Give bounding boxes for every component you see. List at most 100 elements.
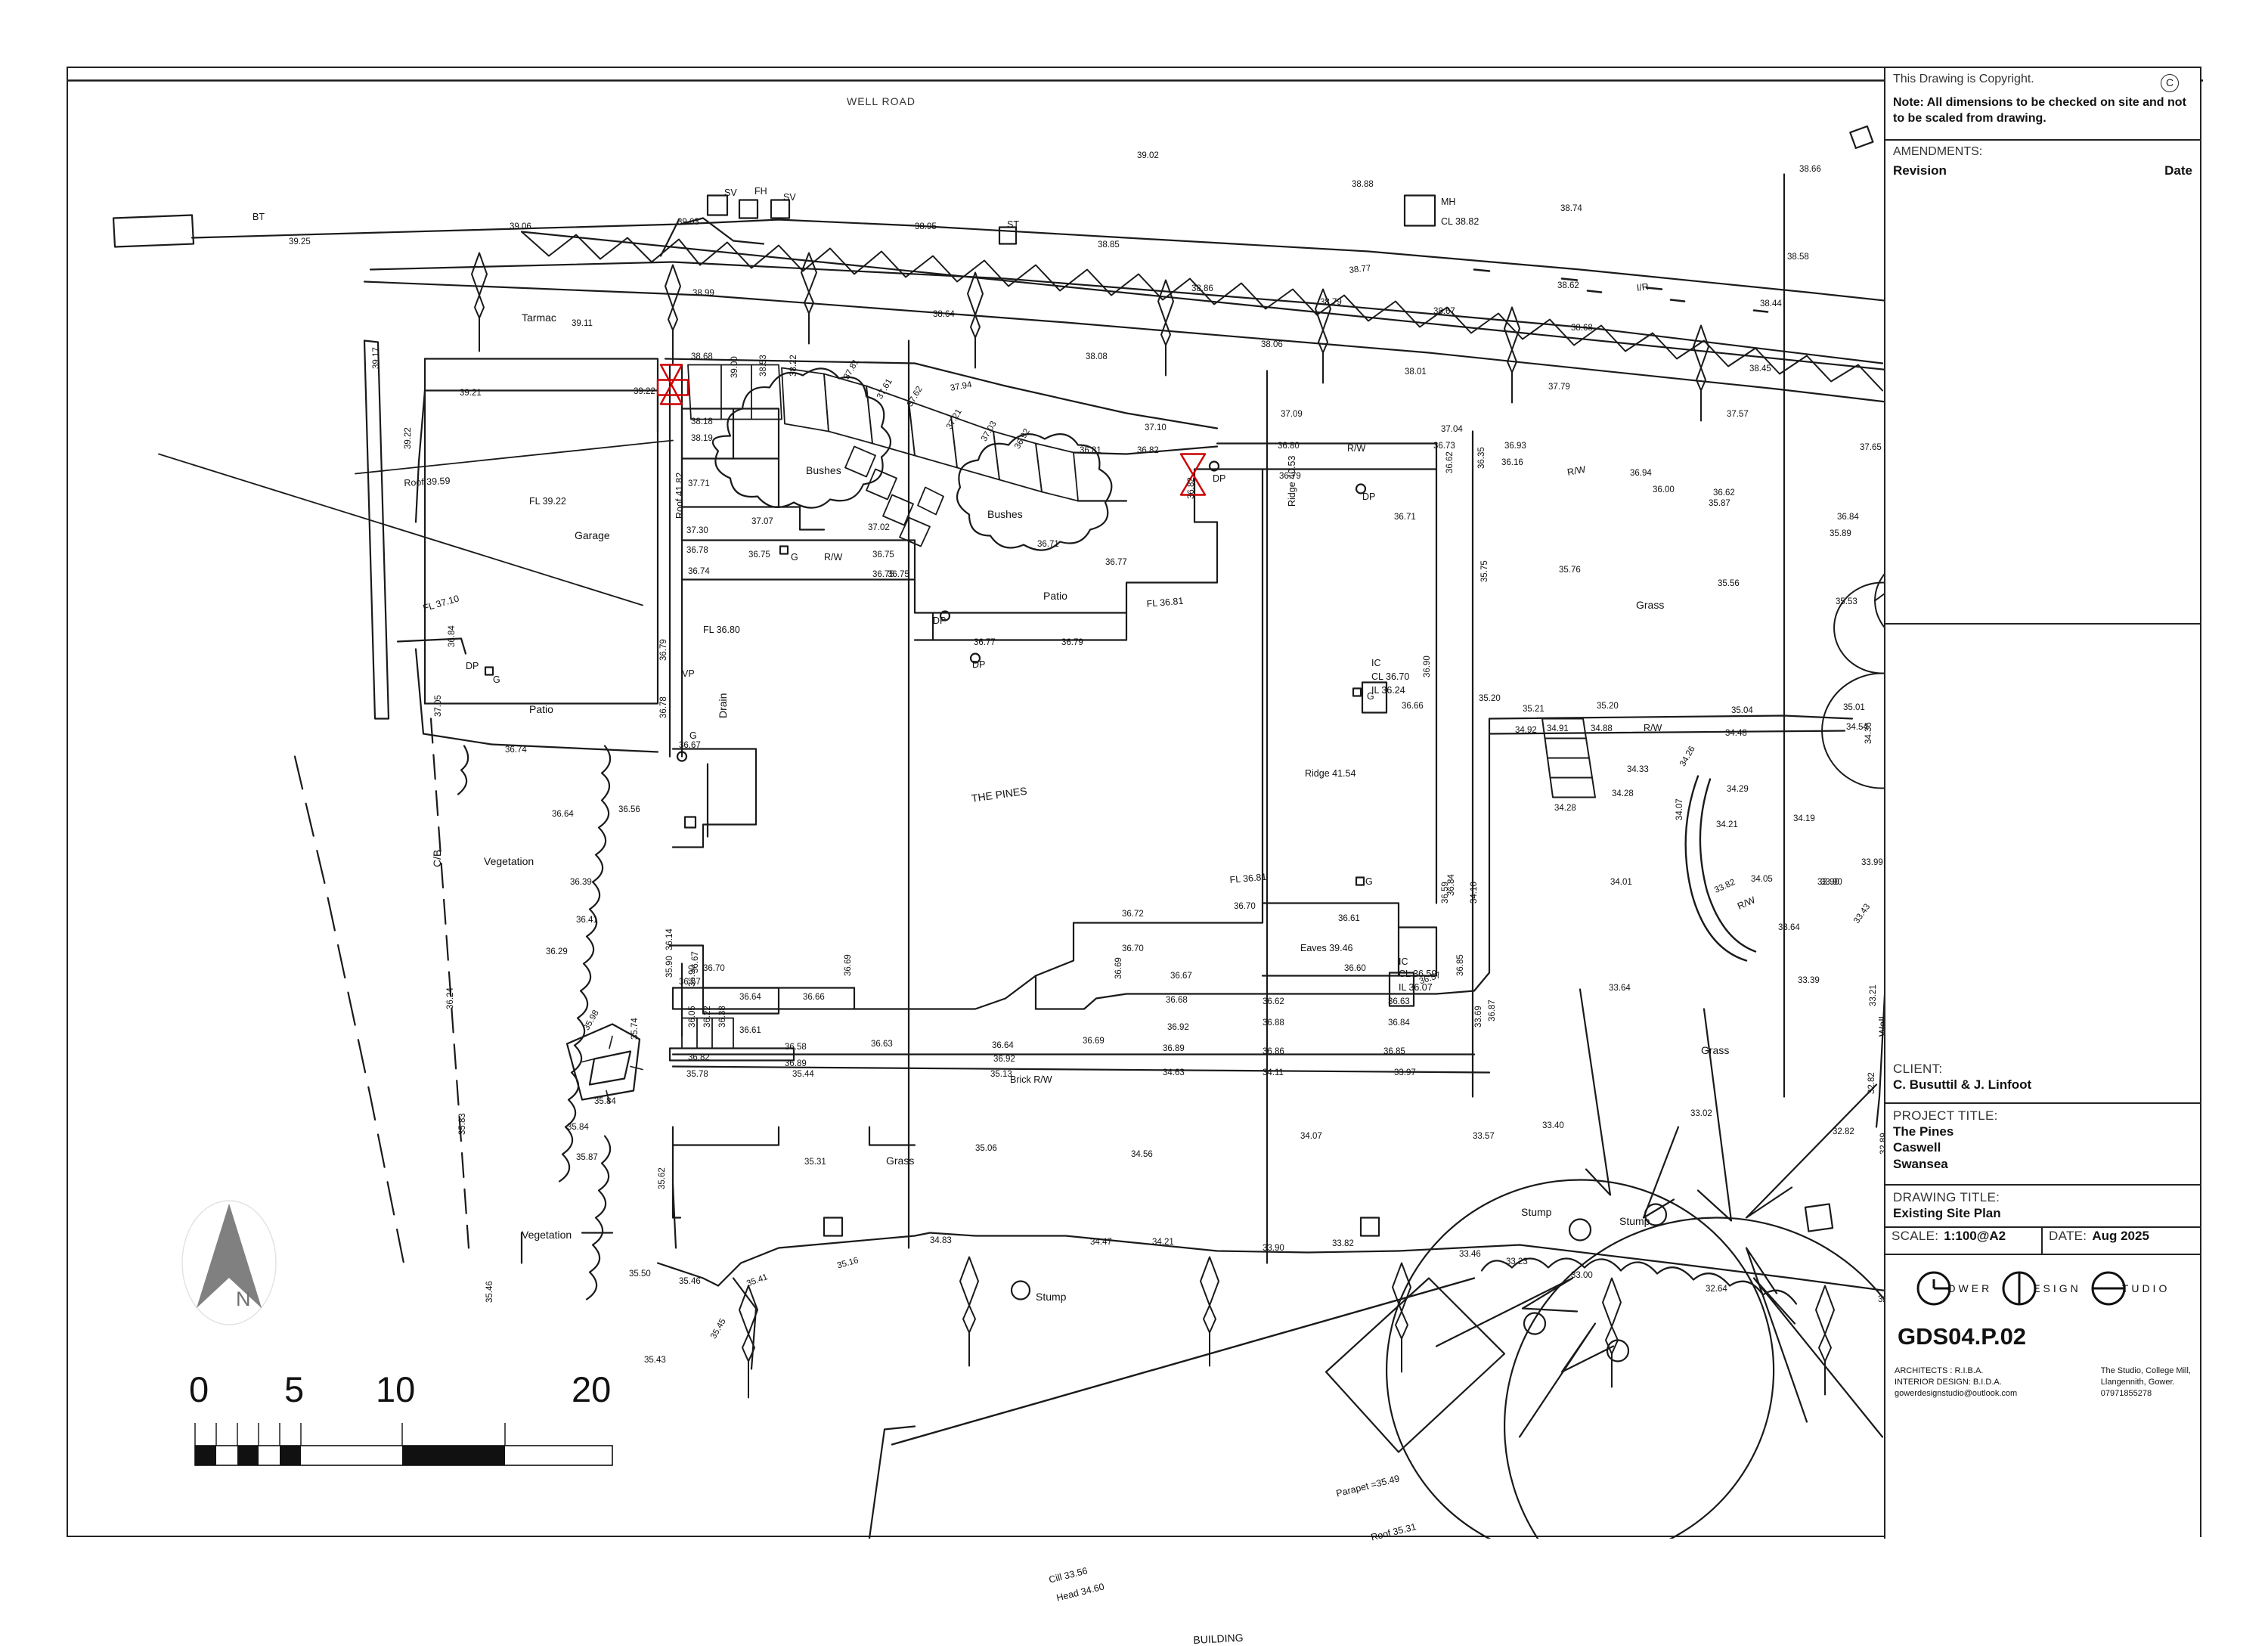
spot-level: 38.19 — [691, 434, 713, 444]
spot-level: 36.81 — [1080, 446, 1101, 456]
drawing-number: GDS04.P.02 — [1898, 1323, 2027, 1350]
spot-level: 32.64 — [1706, 1284, 1727, 1294]
spot-level: 36.16 — [1501, 458, 1523, 468]
spot-level: 35.87 — [1709, 499, 1730, 509]
spot-level: 36.67 — [691, 950, 700, 973]
spot-level: 35.20 — [1479, 694, 1501, 704]
area-label: Patio — [529, 703, 553, 716]
survey-annotation: ST — [1007, 219, 1019, 231]
project-line-3: Swansea — [1893, 1156, 1948, 1171]
spot-level: 36.94 — [1630, 469, 1652, 479]
spot-level: 39.22 — [404, 427, 413, 450]
area-label: BUILDING — [1193, 1631, 1244, 1646]
spot-level: 35.43 — [644, 1355, 666, 1365]
spot-level: 36.84 — [448, 625, 457, 648]
survey-annotation: Ridge 40.53 — [1287, 455, 1297, 507]
spot-level: 36.69 — [844, 953, 853, 976]
survey-annotation: IL 36.07 — [1399, 981, 1433, 993]
survey-annotation: R/W — [1347, 443, 1366, 454]
site-note-text: Note: All dimensions to be checked on si… — [1893, 96, 2186, 125]
credential-line-1: ARCHITECTS : R.I.B.A. — [1895, 1366, 1984, 1375]
spot-level: 36.62 — [1445, 451, 1455, 474]
spot-level: 34.01 — [1610, 877, 1632, 887]
survey-annotation: SV — [783, 192, 796, 203]
spot-level: 36.66 — [1402, 702, 1424, 711]
survey-annotation: DP — [972, 659, 986, 671]
spot-level: 35.76 — [1559, 566, 1581, 575]
drawing-title-value: Existing Site Plan — [1893, 1206, 2001, 1220]
spot-level: 37.10 — [1145, 423, 1167, 433]
spot-level: 36.71 — [1394, 513, 1416, 522]
spot-level: 36.89 — [1163, 1043, 1185, 1053]
survey-annotation: DP — [933, 615, 947, 627]
survey-annotation: IC — [1399, 956, 1408, 967]
survey-annotation: DP — [1362, 491, 1376, 503]
spot-level: 35.31 — [804, 1157, 826, 1167]
spot-level: 36.75 — [748, 550, 770, 560]
spot-level: 36.62 — [1263, 997, 1284, 1006]
spot-level: 36.87 — [1488, 999, 1497, 1021]
spot-level: 36.29 — [546, 947, 568, 956]
scale-tick-5: 5 — [284, 1369, 305, 1409]
spot-level: 36.74 — [505, 746, 527, 755]
spot-level: 33.64 — [1778, 922, 1800, 932]
practice-address: The Studio, College Mill, Llangennith, G… — [2101, 1365, 2191, 1400]
spot-level: 35.78 — [686, 1069, 708, 1079]
spot-level: 36.74 — [688, 567, 710, 577]
spot-level: 34.10 — [1470, 881, 1479, 904]
spot-level: 39.21 — [460, 389, 482, 398]
client-value: C. Busuttil & J. Linfoot — [1893, 1077, 2032, 1092]
scale-bar: 0 5 10 20 — [189, 1369, 658, 1489]
practice-phone[interactable]: 07971855278 — [2100, 1388, 2152, 1398]
spot-level: 38.44 — [1760, 299, 1782, 309]
spot-level: 38.68 — [691, 352, 713, 362]
spot-level: 35.46 — [485, 1281, 494, 1303]
survey-annotation: VP — [682, 668, 695, 680]
spot-level: 33.23 — [1506, 1257, 1528, 1266]
survey-annotation: Brick R/W — [1010, 1074, 1052, 1085]
spot-level: 37.79 — [1548, 383, 1570, 392]
spot-level: 35.01 — [1843, 703, 1865, 713]
spot-level: 36.64 — [992, 1040, 1014, 1050]
spot-level: 38.74 — [1560, 204, 1582, 214]
logo-word-gower: OWER — [1947, 1282, 1993, 1294]
survey-annotation: BT — [253, 212, 265, 223]
spot-level: 32.82 — [1867, 1071, 1876, 1094]
copyright-cell: This Drawing is Copyright. C Note: All d… — [1885, 68, 2200, 141]
spot-level: 35.83 — [458, 1112, 467, 1135]
spot-level: 35.56 — [1718, 579, 1740, 589]
spot-level: 36.41 — [576, 915, 598, 925]
practice-credentials: ARCHITECTS : R.I.B.A. INTERIOR DESIGN: B… — [1895, 1365, 2017, 1400]
survey-annotation: FL 39.22 — [529, 496, 566, 507]
spot-level: 38.68 — [1571, 324, 1593, 333]
north-arrow-label: N — [236, 1288, 251, 1310]
spot-level: 37.65 — [1860, 443, 1882, 453]
date-label: DATE: — [2049, 1229, 2087, 1243]
spot-level: 34.88 — [1591, 724, 1613, 734]
spot-level: 33.57 — [1473, 1131, 1495, 1141]
practice-email[interactable]: gowerdesignstudio@outlook.com — [1895, 1388, 2018, 1398]
spot-level: 36.64 — [739, 992, 761, 1002]
survey-annotation: IC — [1371, 658, 1381, 669]
spot-level: 34.21 — [1716, 820, 1738, 829]
spot-level: 32.82 — [1833, 1127, 1854, 1136]
title-block: This Drawing is Copyright. C Note: All d… — [1884, 68, 2200, 1539]
area-label: Vegetation — [522, 1228, 572, 1241]
spot-level: 38.86 — [1191, 284, 1213, 294]
spot-level: 36.68 — [1166, 995, 1188, 1005]
spot-level: 34.83 — [930, 1235, 952, 1245]
spot-level: 36.90 — [1423, 656, 1432, 678]
spot-level: 39.00 — [730, 356, 739, 379]
spot-level: 36.66 — [803, 992, 825, 1002]
logo-d-mark: ESIGN — [2001, 1270, 2081, 1307]
spot-level: 38.62 — [1557, 281, 1579, 291]
spot-level: 36.86 — [1263, 1046, 1284, 1056]
survey-annotation: I/R — [1636, 281, 1650, 294]
spot-level: 33.82 — [1332, 1238, 1354, 1248]
spot-level: 38.06 — [1261, 340, 1283, 350]
project-line-1: The Pines — [1893, 1124, 1954, 1139]
client-label: CLIENT: — [1893, 1062, 1943, 1076]
spot-level: 34.11 — [1263, 1068, 1284, 1077]
spot-level: 35.13 — [990, 1069, 1012, 1079]
